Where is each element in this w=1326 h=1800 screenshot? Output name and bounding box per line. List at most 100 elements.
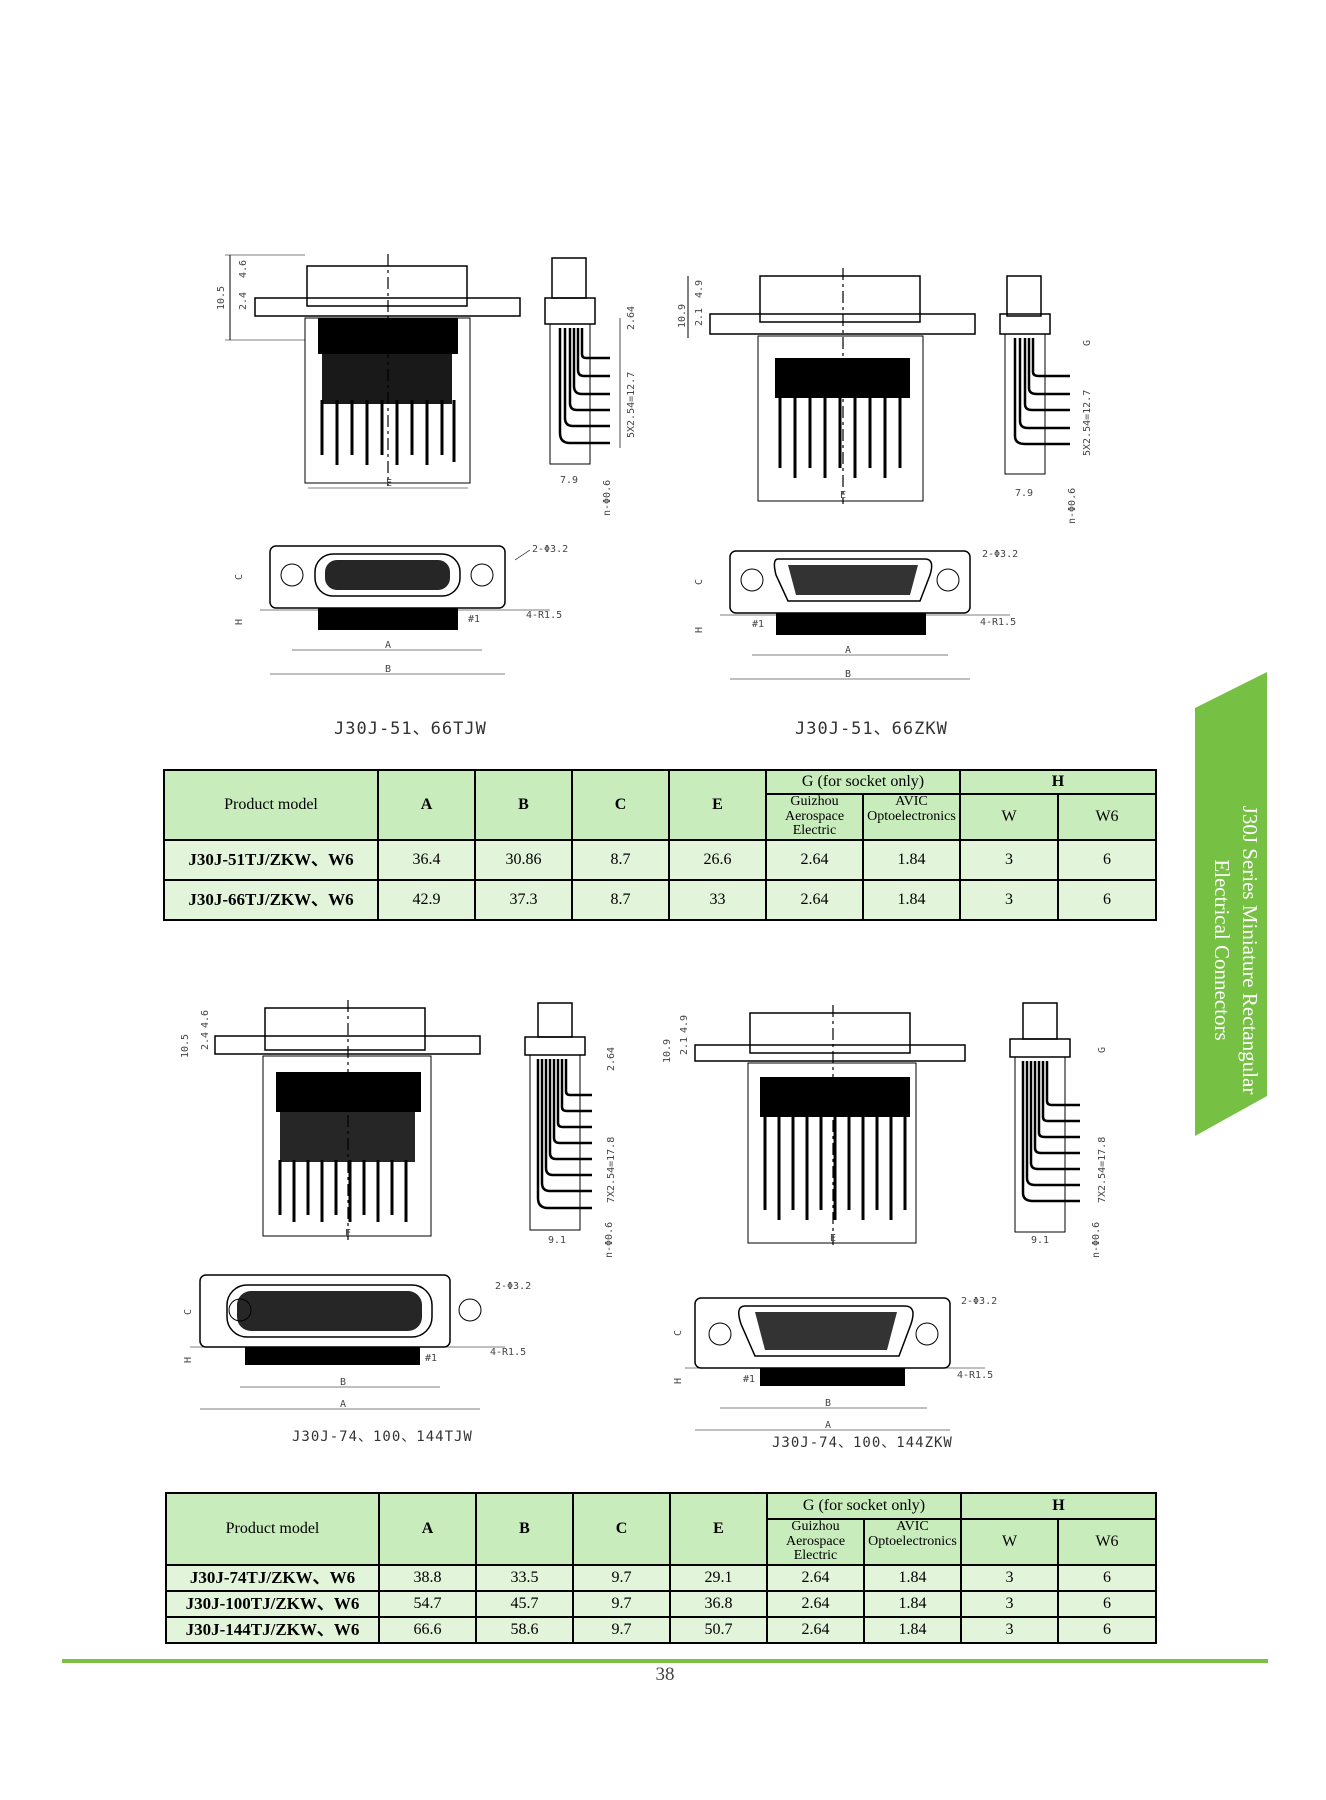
cell-b: 30.86 [474,839,573,882]
cell-a: 54.7 [378,1590,477,1619]
dim-h-3: H [183,1357,194,1363]
th-g-avic: AVIC Optoelectronics [862,792,961,842]
dim-e-3: E [345,1228,351,1239]
dim-2-64: 2.64 [626,306,637,330]
th-g-guizhou-2: Guizhou Aerospace Electric [766,1517,865,1567]
dim-h: H [234,619,245,625]
cell-w6: 6 [1056,1564,1158,1593]
cell-a: 66.6 [378,1616,477,1645]
dim-2-4: 2.4 [238,292,249,310]
side-tab-line-1: J30J Series Miniature Rectangular [1238,805,1262,1095]
cell-b: 37.3 [474,879,573,922]
cell-g1: 2.64 [765,839,864,882]
page-number: 38 [655,1664,675,1685]
th-g-guizhou: Guizhou Aerospace Electric [765,792,864,842]
dim-a-3: A [340,1399,346,1410]
dim-h-4: H [673,1378,684,1384]
drawing-51-66-tjw-side: 2.64 5X2.54=12.7 7.9 n-Φ0.6 [540,257,650,518]
dim-c-3: C [183,1309,194,1315]
cell-b: 58.6 [475,1616,574,1645]
pin-1-marker-3: #1 [425,1353,437,1364]
dim-g: G [1082,340,1093,346]
dim-phi-4: n-Φ0.6 [1091,1222,1102,1258]
cell-a: 36.4 [377,839,476,882]
dim-g-b: G [1097,1047,1108,1053]
cell-c: 8.7 [571,879,670,922]
cell-a: 38.8 [378,1564,477,1593]
cell-model: J30J-51TJ/ZKW、W6 [163,839,379,882]
cell-e: 36.8 [669,1590,768,1619]
cell-g2: 1.84 [863,1564,962,1593]
cell-w: 3 [960,1616,1059,1645]
dim-7-9-2: 7.9 [1015,488,1033,499]
cell-c: 8.7 [571,839,670,882]
drawing-51-66-tjw-bottom: 2-Φ3.2 4-R1.5 C H A B #1 [230,540,570,680]
th-h-w6: W6 [1056,792,1158,842]
dim-holes-2: 2-Φ3.2 [982,549,1018,560]
cell-g1: 2.64 [765,879,864,922]
dim-e-2: E [840,490,846,501]
cell-a: 42.9 [377,879,476,922]
dim-a: A [385,640,391,651]
dim-b-2: B [845,669,851,680]
spec-table-74-144: Product model A B C E G (for socket only… [165,1491,1158,1645]
dim-10-5-b: 10.5 [180,1034,191,1058]
dim-4-6-b: 4.6 [200,1010,211,1028]
table-row: J30J-144TJ/ZKW、W6 66.6 58.6 9.7 50.7 2.6… [165,1616,1158,1645]
th-b: B [474,768,573,842]
dim-pitch-7x-2: 7X2.54=17.8 [1097,1137,1108,1203]
dim-9-1-b: 9.1 [1031,1235,1049,1246]
pin-1-marker-4: #1 [743,1374,755,1385]
drawing-51-66-zkw-side: G 5X2.54=12.7 7.9 n-Φ0.6 [995,275,1105,526]
th-h: H [958,769,1158,795]
dim-b-3: B [340,1377,346,1388]
th-c: C [571,768,670,842]
cell-c: 9.7 [572,1564,671,1593]
table-row: J30J-74TJ/ZKW、W6 38.8 33.5 9.7 29.1 2.64… [165,1564,1158,1593]
th-e: E [668,768,767,842]
drawing-74-144-tjw-side: 2.64 7X2.54=17.8 9.1 n-Φ0.6 [520,1002,630,1258]
dim-c-2: C [694,579,705,585]
dim-7-9: 7.9 [560,475,578,486]
side-tab-title: J30J Series Miniature Rectangular Electr… [1200,720,1264,1180]
cell-g1: 2.64 [766,1590,865,1619]
cell-g2: 1.84 [863,1590,962,1619]
dim-c-4: C [673,1330,684,1336]
dim-10-9-b: 10.9 [662,1039,673,1063]
cell-b: 33.5 [475,1564,574,1593]
dim-pitch-5x: 5X2.54=12.7 [626,372,637,438]
dim-c: C [234,574,245,580]
dim-a-2: A [845,645,851,656]
th-h-w: W [959,792,1059,842]
spec-table-51-66: Product model A B C E G (for socket only… [163,768,1158,922]
dim-a-4: A [825,1420,831,1431]
th-g: G (for socket only) [765,769,961,795]
cell-e: 33 [668,879,767,922]
cell-c: 9.7 [572,1616,671,1645]
th-product-model-2: Product model [165,1491,380,1567]
th-g-2: G (for socket only) [766,1492,962,1520]
table-row: J30J-66TJ/ZKW、W6 42.9 37.3 8.7 33 2.64 1… [163,879,1158,922]
dim-holes: 2-Φ3.2 [532,544,568,555]
cell-g2: 1.84 [862,879,961,922]
caption-74-144-zkw: J30J-74、100、144ZKW [772,1435,953,1451]
drawing-51-66-tjw-front: 10.5 4.6 2.4 E [210,250,521,490]
pin-1-marker: #1 [468,614,480,625]
cell-w: 3 [959,879,1059,922]
caption-51-66-tjw: J30J-51、66TJW [334,719,487,739]
th-c-2: C [572,1491,671,1567]
dim-pitch-7x: 7X2.54=17.8 [606,1137,617,1203]
drawing-74-144-zkw-front: 10.9 4.9 2.1 E [662,1005,975,1255]
drawing-51-66-zkw-bottom: 2-Φ3.2 4-R1.5 C H A B #1 [690,545,1030,685]
cell-g1: 2.64 [766,1616,865,1645]
caption-51-66-zkw: J30J-51、66ZKW [795,719,948,739]
dim-10-5: 10.5 [216,286,227,310]
dim-radius-4: 4-R1.5 [957,1370,993,1381]
dim-h-2: H [694,627,705,633]
dim-9-1: 9.1 [548,1235,566,1246]
drawing-74-144-zkw-side: G 7X2.54=17.8 9.1 n-Φ0.6 [1005,1002,1115,1258]
th-h-w-2: W [960,1517,1059,1567]
th-h-2: H [959,1492,1158,1520]
dim-2-1-b: 2.1 [679,1037,690,1055]
dim-pitch-5x-2: 5X2.54=12.7 [1082,390,1093,456]
